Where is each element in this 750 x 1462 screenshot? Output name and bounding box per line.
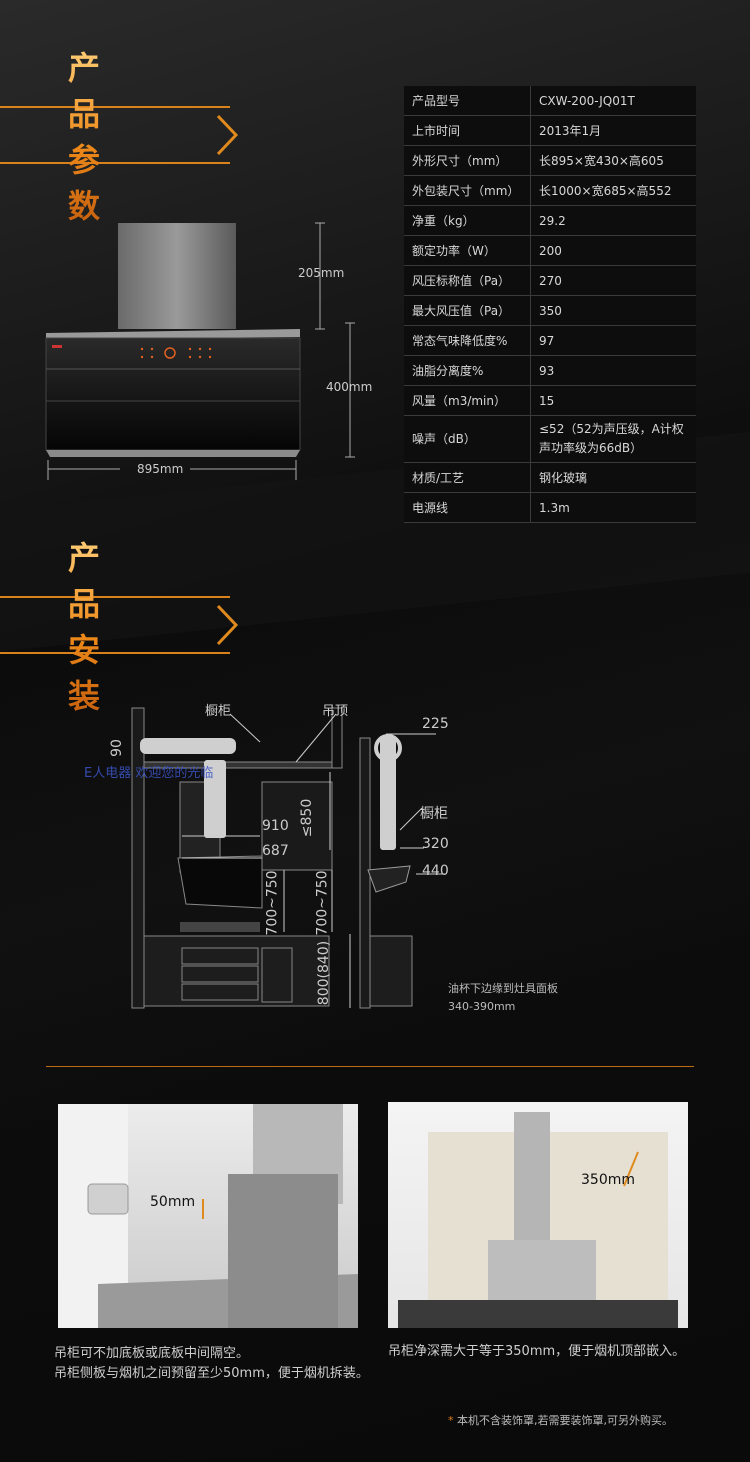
spec-value: 29.2 — [530, 205, 696, 236]
spec-label: 材质/工艺 — [404, 462, 531, 493]
install-diagram — [131, 707, 446, 1009]
footnote-star: * — [448, 1414, 454, 1427]
spec-value: 长895×宽430×高605 — [530, 145, 696, 176]
spec-value: ≤52（52为声压级，A计权声功率级为66dB） — [530, 415, 696, 463]
title-frame — [0, 106, 230, 164]
spec-row: 常态气味降低度%97 — [404, 325, 696, 356]
spec-row: 风压标称值（Pa）270 — [404, 265, 696, 296]
caption-left-line2: 吊柜侧板与烟机之间预留至少50mm，便于烟机拆装。 — [54, 1366, 369, 1381]
dim-687: 687 — [262, 843, 289, 859]
dim-top-height: 205mm — [298, 266, 345, 280]
spec-row: 油脂分离度%93 — [404, 355, 696, 386]
spec-row: 额定功率（W）200 — [404, 235, 696, 266]
dim-320: 320 — [422, 836, 449, 852]
spec-row: 最大风压值（Pa）350 — [404, 295, 696, 326]
section-params-heading: 产品参数 — [68, 43, 102, 227]
spec-label: 电源线 — [404, 492, 531, 523]
dim-700-750-right: 700~750 — [314, 870, 331, 936]
footnote-text: 本机不含装饰罩,若需要装饰罩,可另外购买。 — [457, 1414, 673, 1427]
spec-label: 最大风压值（Pa） — [404, 295, 531, 326]
spec-label: 额定功率（W） — [404, 235, 531, 266]
section-install-heading: 产品安装 — [68, 533, 102, 717]
dim-850: ≤850 — [299, 798, 316, 838]
spec-label: 油脂分离度% — [404, 355, 531, 386]
spec-label: 常态气味降低度% — [404, 325, 531, 356]
chevron-right-icon — [216, 604, 239, 646]
dim-225: 225 — [422, 716, 449, 732]
dim-910: 910 — [262, 818, 289, 834]
spec-row: 噪声（dB）≤52（52为声压级，A计权声功率级为66dB） — [404, 415, 696, 463]
spec-value: 97 — [530, 325, 696, 356]
cabinet-depth-photo: 350mm — [388, 1102, 688, 1328]
spec-row: 风量（m3/min）15 — [404, 385, 696, 416]
spec-row: 外形尺寸（mm）长895×宽430×高605 — [404, 145, 696, 176]
spec-row: 净重（kg）29.2 — [404, 205, 696, 236]
oil-cup-note-line1: 油杯下边缘到灶具面板 — [448, 982, 558, 995]
spec-row: 材质/工艺钢化玻璃 — [404, 462, 696, 493]
spec-value: 200 — [530, 235, 696, 266]
gap-50mm-label: 50mm — [150, 1194, 196, 1210]
spec-label: 噪声（dB） — [404, 415, 531, 463]
label-ceiling: 吊顶 — [322, 704, 349, 719]
label-cabinet-side: 橱柜 — [420, 806, 448, 822]
spec-value: CXW-200-JQ01T — [530, 86, 696, 116]
spec-value: 93 — [530, 355, 696, 386]
spec-value: 270 — [530, 265, 696, 296]
label-cabinet: 橱柜 — [205, 704, 232, 719]
spec-value: 长1000×宽685×高552 — [530, 175, 696, 206]
spec-label: 净重（kg） — [404, 205, 531, 236]
footnote: * 本机不含装饰罩,若需要装饰罩,可另外购买。 — [448, 1412, 673, 1428]
spec-label: 外形尺寸（mm） — [404, 145, 531, 176]
spec-label: 产品型号 — [404, 86, 531, 116]
oil-cup-note-line2: 340-390mm — [448, 1000, 516, 1013]
spec-value: 15 — [530, 385, 696, 416]
title-frame — [0, 596, 230, 654]
cabinet-side-photo: 50mm — [58, 1104, 358, 1328]
spec-value: 350 — [530, 295, 696, 326]
watermark: E人电器 欢迎您的光临 — [84, 766, 214, 781]
spec-label: 上市时间 — [404, 115, 531, 146]
caption-left: 吊柜可不加底板或底板中间隔空。 吊柜侧板与烟机之间预留至少50mm，便于烟机拆装… — [54, 1344, 369, 1384]
range-hood-drawing — [45, 222, 355, 480]
oil-cup-note: 油杯下边缘到灶具面板 340-390mm — [448, 980, 558, 1013]
spec-label: 风压标称值（Pa） — [404, 265, 531, 296]
spec-value: 1.3m — [530, 492, 696, 523]
dim-440: 440 — [422, 863, 449, 879]
spec-value: 2013年1月 — [530, 115, 696, 146]
caption-right: 吊柜净深需大于等于350mm，便于烟机顶部嵌入。 — [388, 1344, 686, 1359]
chevron-right-icon — [216, 114, 239, 156]
spec-value: 钢化玻璃 — [530, 462, 696, 493]
spec-label: 外包装尺寸（mm） — [404, 175, 531, 206]
dim-body-height: 400mm — [326, 380, 373, 394]
divider — [46, 1066, 694, 1067]
caption-left-line1: 吊柜可不加底板或底板中间隔空。 — [54, 1346, 250, 1361]
dim-800-840: 800(840) — [316, 940, 333, 1006]
dim-700-750-left: 700~750 — [264, 870, 281, 936]
dim-width: 895mm — [137, 462, 184, 476]
spec-label: 风量（m3/min） — [404, 385, 531, 416]
depth-350mm-label: 350mm — [581, 1172, 635, 1188]
dim-90: 90 — [108, 739, 125, 757]
spec-row: 外包装尺寸（mm）长1000×宽685×高552 — [404, 175, 696, 206]
